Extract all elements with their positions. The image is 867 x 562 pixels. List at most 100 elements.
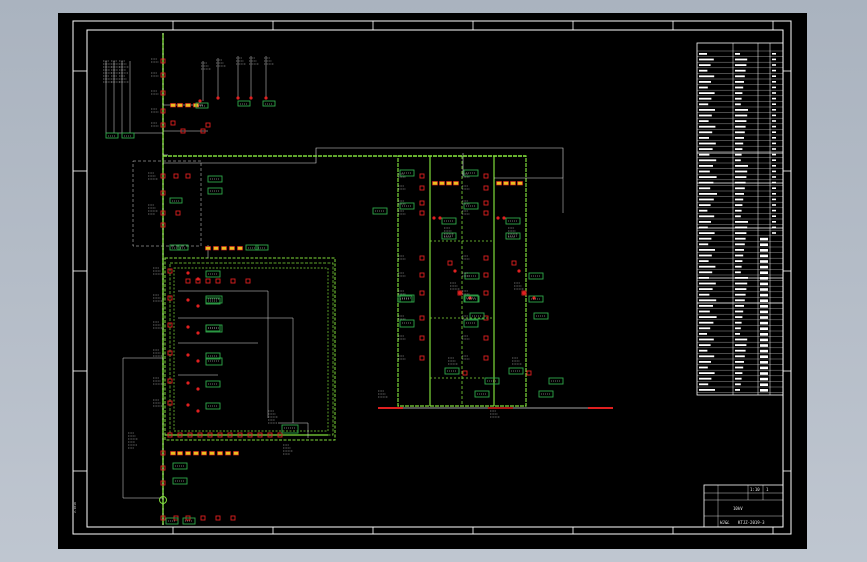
node-dot [186, 403, 190, 407]
node-dot [196, 387, 200, 391]
table-cell-fill [760, 299, 768, 302]
table-cell-text [772, 198, 776, 201]
table-cell-text [772, 148, 776, 150]
table-cell-text [735, 377, 742, 380]
breaker-symbol [462, 370, 468, 376]
table-cell-text [699, 344, 711, 346]
table-cell-text [772, 114, 776, 117]
breaker-symbol [419, 255, 425, 261]
label-box [205, 357, 223, 366]
table-cell-text [699, 349, 708, 352]
breaker-symbol [160, 72, 166, 78]
table-cell-text [735, 176, 747, 178]
table-cell-text [735, 131, 745, 134]
title-drawing-no: KTJZ-2019-3 [738, 520, 765, 525]
breaker-symbol [167, 432, 173, 438]
table-cell-fill [760, 366, 768, 370]
table-cell-fill [760, 260, 768, 263]
table-cell-text [772, 153, 776, 156]
table-cell-text [699, 97, 712, 100]
table-cell-text [699, 215, 715, 218]
tie-lines [163, 147, 564, 178]
fuse-symbol [170, 103, 176, 108]
table-cell-text [699, 265, 716, 268]
fuse-symbol [201, 451, 207, 456]
breaker-symbol [160, 210, 166, 216]
table-cell-text [772, 204, 776, 206]
label-box [207, 175, 223, 183]
breaker-symbol [185, 173, 191, 179]
breaker-symbol [419, 173, 425, 179]
node-dot [438, 216, 442, 220]
fuse-symbol [213, 246, 219, 251]
table-cell-text [735, 327, 741, 330]
label-box [469, 312, 485, 320]
breaker-symbol [170, 120, 176, 126]
table-cell-text [699, 137, 709, 139]
breaker-symbol [185, 278, 191, 284]
breaker-symbol [160, 465, 166, 471]
breaker-symbol [483, 185, 489, 191]
table-cell-text [772, 75, 776, 77]
left-feeder [105, 33, 267, 525]
table-cell-fill [760, 310, 768, 314]
table-cell-text [735, 114, 748, 117]
breaker-symbol [177, 432, 183, 438]
node-dot [264, 96, 268, 100]
table-cell-text [699, 327, 711, 330]
table-cell-text [699, 355, 715, 358]
table-cell-text [735, 305, 744, 307]
table-cell-text [772, 125, 776, 128]
right-switchgear [163, 155, 613, 409]
label-box [172, 462, 188, 470]
node-dot [236, 96, 240, 100]
cad-viewport[interactable]: 1:10 1 10kV KTJZ-2019-3 HJ&L Z-2019 [58, 13, 807, 549]
table-cell-text [699, 53, 707, 55]
table-cell-text [699, 125, 716, 128]
label-box [399, 319, 415, 328]
title-sheet: 1 [766, 487, 769, 492]
equipment-table [696, 42, 784, 396]
table-cell-text [735, 282, 748, 285]
table-cell-text [735, 159, 741, 162]
table-cell-text [735, 181, 746, 184]
label-box [205, 402, 221, 410]
table-cell-fill [760, 333, 768, 336]
node-dot [249, 96, 253, 100]
breaker-symbol [207, 432, 213, 438]
table-cell-text [699, 377, 712, 380]
breaker-symbol [245, 278, 251, 284]
label-box [463, 202, 479, 210]
table-cell-text [735, 221, 748, 223]
table-cell-fill [760, 316, 768, 319]
table-cell-text [772, 97, 776, 100]
table-cell-fill [760, 254, 768, 258]
table-cell-text [772, 81, 776, 83]
table-cell-text [699, 176, 717, 178]
table-cell-text [699, 288, 713, 290]
table-cell-text [699, 310, 710, 313]
label-box [165, 517, 179, 525]
breaker-symbol [160, 222, 166, 228]
table-cell-text [699, 293, 710, 296]
table-cell-text [699, 249, 715, 251]
margin-label: Z-2019 [73, 502, 77, 513]
fuse-symbol [193, 451, 199, 456]
node-dot [186, 353, 190, 357]
table-cell-text [699, 243, 709, 246]
breaker-symbol [160, 90, 166, 96]
breaker-symbol [160, 173, 166, 179]
table-cell-fill [760, 338, 768, 342]
table-cell-text [735, 198, 744, 201]
table-cell-fill [760, 327, 768, 330]
node-dot [496, 216, 500, 220]
node-dot [522, 291, 526, 295]
node-dot [517, 269, 521, 273]
table-cell-text [735, 193, 744, 195]
breaker-symbol [173, 173, 179, 179]
table-cell-text [699, 114, 712, 117]
table-cell-text [735, 265, 742, 268]
breaker-symbol [483, 173, 489, 179]
label-box [205, 295, 223, 304]
table-cell-fill [760, 361, 768, 364]
